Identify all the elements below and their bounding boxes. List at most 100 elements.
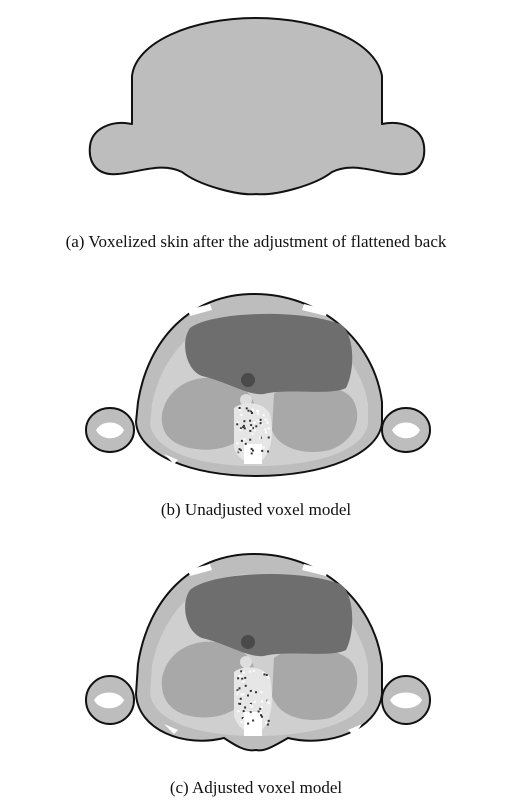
bone-speckle xyxy=(258,711,260,713)
bone-speckle xyxy=(250,704,252,706)
bone-speckle xyxy=(255,691,257,693)
bone-speckle xyxy=(251,412,253,414)
bone-speckle xyxy=(240,698,242,700)
bone-speckle xyxy=(249,420,251,422)
unadjusted-voxel-image xyxy=(78,284,436,480)
bone-speckle xyxy=(243,420,245,422)
bone-speckle xyxy=(261,691,263,693)
figure-panel-c: (c) Adjusted voxel model xyxy=(0,532,512,807)
bone-speckle xyxy=(246,407,248,409)
bone-speckle xyxy=(249,439,251,441)
bone-speckle xyxy=(261,706,263,708)
bone-speckle xyxy=(242,671,244,673)
bone-speckle xyxy=(240,414,242,416)
figure-panel-a: (a) Voxelized skin after the adjustment … xyxy=(0,0,512,262)
caption-a: (a) Voxelized skin after the adjustment … xyxy=(0,232,512,252)
bone-speckle xyxy=(241,676,243,678)
bone-speckle xyxy=(240,429,242,431)
bone-speckle xyxy=(261,700,263,702)
bone-speckle xyxy=(241,694,243,696)
bone-speckle xyxy=(237,691,239,693)
caption-c: (c) Adjusted voxel model xyxy=(0,778,512,798)
bone-speckle xyxy=(263,447,265,449)
bone-speckle xyxy=(252,409,254,411)
bone-speckle xyxy=(250,690,252,692)
skin-silhouette xyxy=(90,18,425,194)
bone-speckle xyxy=(244,707,246,709)
bone-speckle xyxy=(252,450,254,452)
bone-speckle xyxy=(247,723,249,725)
bone-speckle xyxy=(254,429,256,431)
bone-speckle xyxy=(264,429,266,431)
bone-speckle xyxy=(238,701,240,703)
bone-speckle xyxy=(267,700,269,702)
bone-speckle xyxy=(268,720,270,722)
bone-speckle xyxy=(263,414,265,416)
adjusted-voxel-image xyxy=(78,544,436,756)
bone-speckle xyxy=(236,442,238,444)
bone-speckle xyxy=(237,677,239,679)
bone-speckle xyxy=(241,440,243,442)
bone-speckle xyxy=(255,425,257,427)
bone-speckle xyxy=(239,675,241,677)
bone-speckle xyxy=(236,693,238,695)
bone-speckle xyxy=(257,448,259,450)
bone-speckle xyxy=(268,702,270,704)
bone-speckle xyxy=(249,430,251,432)
bone-speckle xyxy=(254,422,256,424)
bone-speckle xyxy=(251,452,253,454)
bone-speckle xyxy=(249,671,251,673)
bone-speckle xyxy=(237,422,239,424)
bone-speckle xyxy=(254,701,256,703)
bone-speckle xyxy=(245,685,247,687)
bone-speckle xyxy=(261,450,263,452)
bone-speckle xyxy=(266,674,268,676)
bone-speckle xyxy=(247,695,249,697)
bone-speckle xyxy=(257,413,259,415)
bone-speckle xyxy=(239,687,241,689)
bone-speckle xyxy=(240,670,242,672)
voxelized-skin-image xyxy=(70,12,442,202)
bone-speckle xyxy=(239,407,241,409)
bone-speckle xyxy=(267,422,269,424)
bone-speckle xyxy=(263,673,265,675)
bone-speckle xyxy=(243,718,245,720)
bone-speckle xyxy=(259,437,261,439)
bone-speckle xyxy=(240,449,242,451)
bone-speckle xyxy=(252,720,254,722)
bone-speckle xyxy=(252,433,254,435)
bone-speckle xyxy=(257,717,259,719)
bone-speckle xyxy=(256,410,258,412)
bone-speckle xyxy=(258,420,260,422)
bone-speckle xyxy=(249,717,251,719)
bone-speckle xyxy=(268,427,270,429)
bone-speckle xyxy=(236,423,238,425)
bone-speckle xyxy=(267,451,269,453)
bone-speckle xyxy=(241,721,243,723)
bone-speckle xyxy=(239,409,241,411)
bone-speckle xyxy=(244,438,246,440)
bone-speckle xyxy=(250,427,252,429)
bone-speckle xyxy=(268,677,270,679)
bone-speckle xyxy=(250,424,252,426)
bone-speckle xyxy=(260,714,262,716)
bone-speckle xyxy=(245,443,247,445)
bone-speckle xyxy=(244,677,246,679)
bone-speckle xyxy=(243,710,245,712)
bone-speckle xyxy=(265,431,267,433)
bone-speckle xyxy=(248,410,250,412)
bone-speckle xyxy=(249,713,251,715)
bone-speckle xyxy=(260,419,262,421)
figure-panel-b: (b) Unadjusted voxel model xyxy=(0,262,512,532)
bone-speckle xyxy=(260,422,262,424)
bone-speckle xyxy=(237,710,239,712)
bone-speckle xyxy=(239,703,241,705)
caption-b: (b) Unadjusted voxel model xyxy=(0,500,512,520)
bone-speckle xyxy=(265,419,267,421)
bone-speckle xyxy=(242,681,244,683)
bone-speckle xyxy=(267,724,269,726)
bone-speckle xyxy=(253,670,255,672)
bone-speckle xyxy=(268,437,270,439)
bone-speckle xyxy=(243,425,245,427)
bone-speckle xyxy=(241,678,243,680)
